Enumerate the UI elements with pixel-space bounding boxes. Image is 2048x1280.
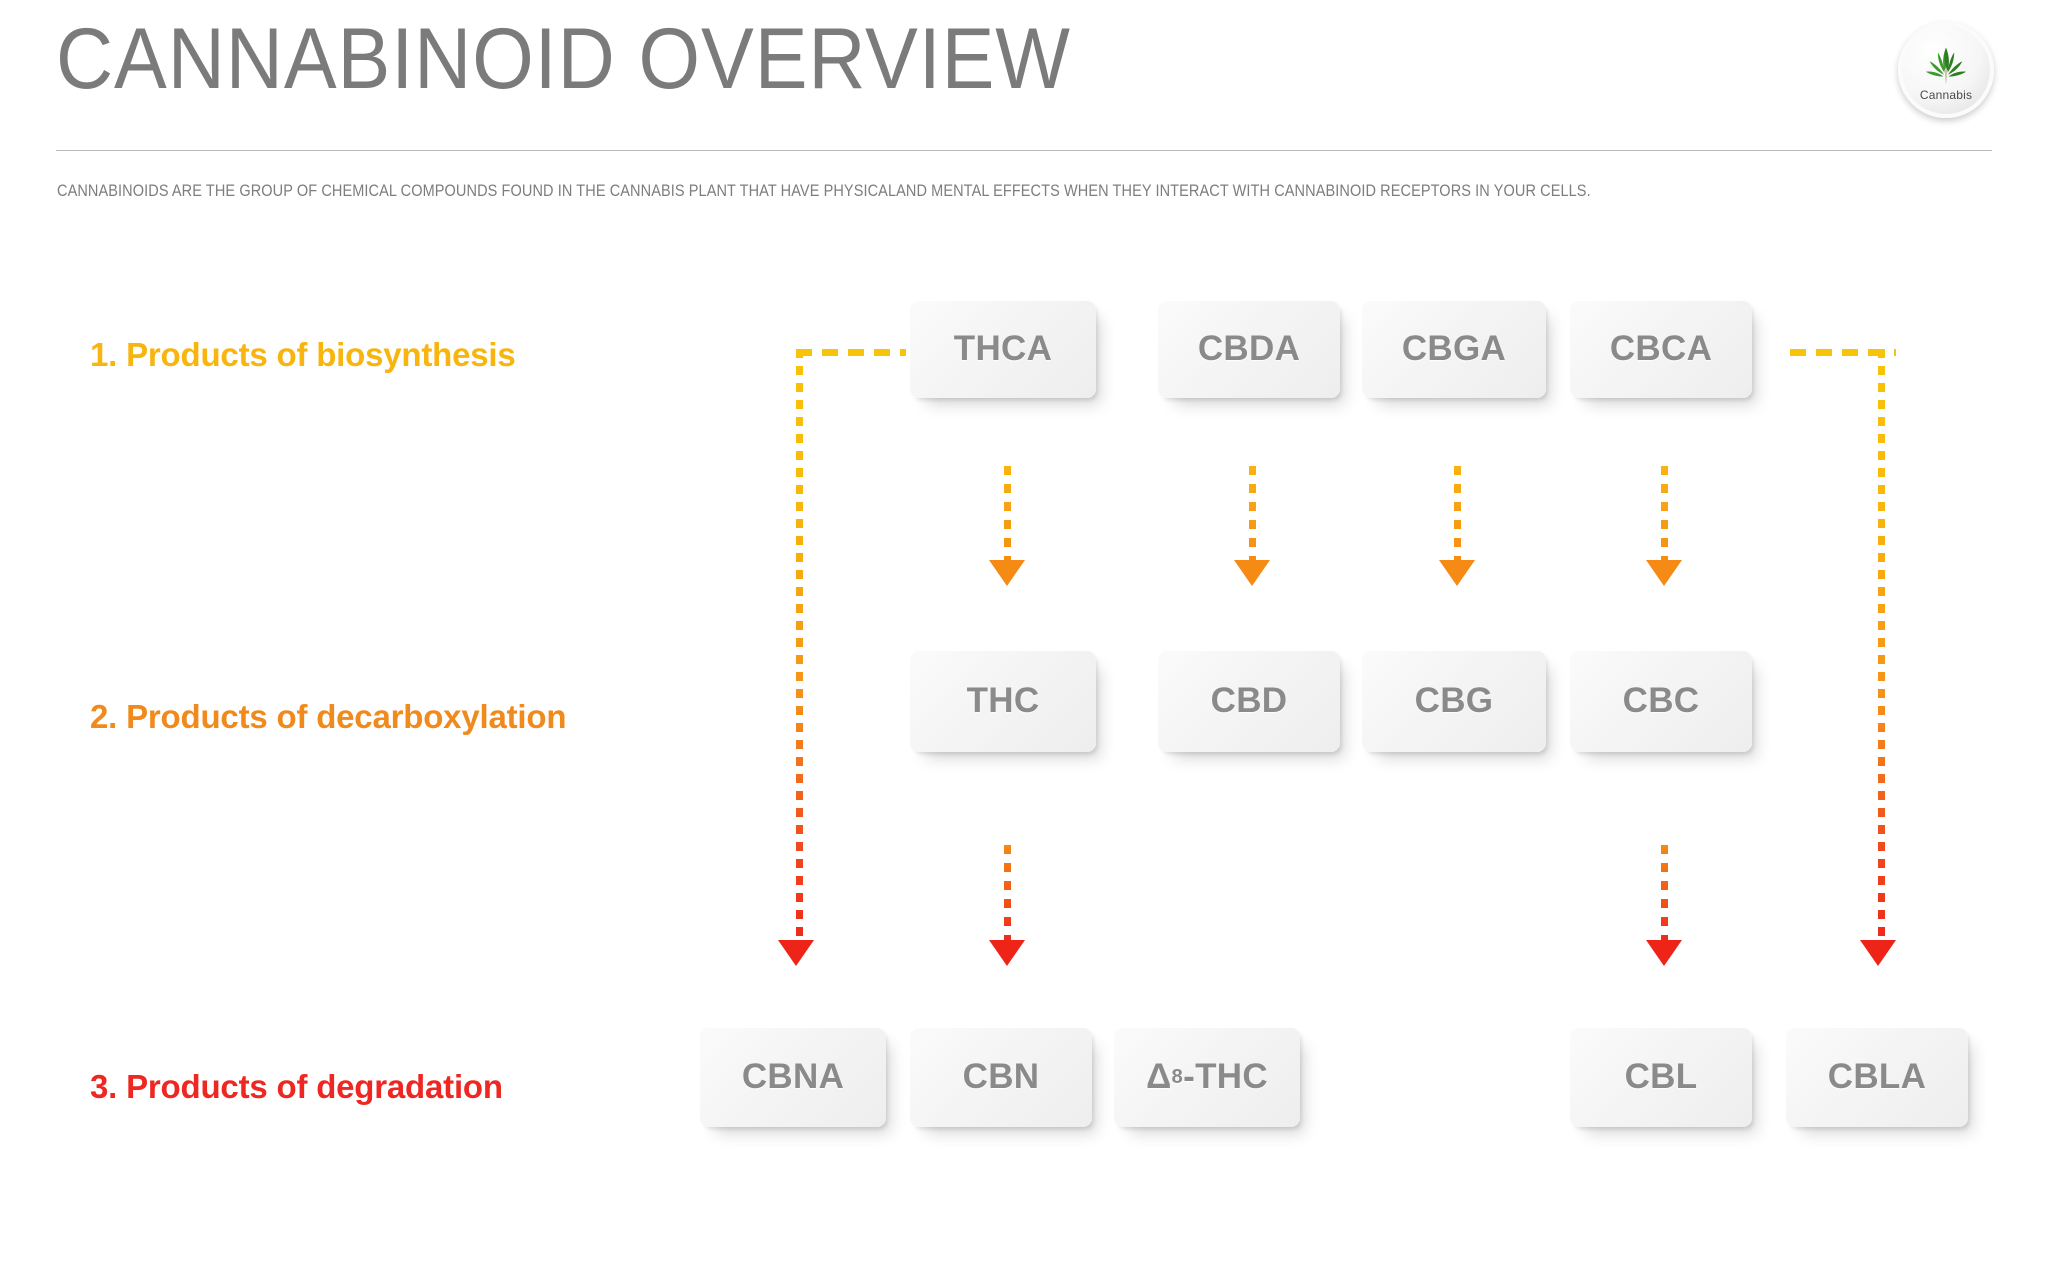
chem-box-cbd[interactable]: CBD [1158,650,1340,752]
logo-label: Cannabis [1919,88,1973,102]
cannabis-leaf-icon [1925,47,1967,85]
delta8-prefix: Δ [1146,1057,1172,1096]
chem-box-cbg[interactable]: CBG [1362,650,1546,752]
chem-box-cbga[interactable]: CBGA [1362,300,1546,398]
row-label-degradation: 3. Products of degradation [90,1068,503,1105]
chem-box-thca[interactable]: THCA [910,300,1096,398]
chem-box-cbc[interactable]: CBC [1570,650,1752,752]
chem-box-cbn[interactable]: CBN [910,1027,1092,1127]
connector-thca-to-thc [1004,466,1011,568]
chem-box-cbna[interactable]: CBNA [700,1027,886,1127]
chem-box-thc[interactable]: THC [910,650,1096,752]
chem-box-cbca[interactable]: CBCA [1570,300,1752,398]
page-title: CANNABINOID OVERVIEW [56,11,1071,107]
arrowhead-cbd [1234,560,1270,586]
connector-cbca-to-cbc [1661,466,1668,568]
header-divider [56,150,1992,151]
connector-cbca-to-cbla-vertical [1878,349,1885,957]
connector-cbga-to-cbg [1454,466,1461,568]
page-subtitle: CANNABINOIDS ARE THE GROUP OF CHEMICAL C… [57,182,1591,200]
chem-box-cbla[interactable]: CBLA [1786,1027,1968,1127]
connector-thca-to-cbna-vertical [796,349,803,957]
cannabis-logo-badge: Cannabis [1898,22,1994,118]
connector-cbca-to-cbla-horizontal [1790,349,1896,356]
row-label-decarboxylation: 2. Products of decarboxylation [90,698,567,735]
arrowhead-cbla [1860,940,1896,966]
arrowhead-thc [989,560,1025,586]
connector-cbda-to-cbd [1249,466,1256,568]
row-label-biosynthesis: 1. Products of biosynthesis [90,336,516,373]
arrowhead-cbg [1439,560,1475,586]
connector-cbc-to-cbl [1661,845,1668,947]
arrowhead-cbl [1646,940,1682,966]
arrowhead-cbna [778,940,814,966]
arrowhead-cbc [1646,560,1682,586]
chem-box-cbda[interactable]: CBDA [1158,300,1340,398]
chem-box-cbl[interactable]: CBL [1570,1027,1752,1127]
arrowhead-cbn [989,940,1025,966]
connector-thca-to-cbna-horizontal [796,349,906,356]
connector-thc-to-cbn [1004,845,1011,947]
delta8-suffix: -THC [1183,1057,1268,1096]
